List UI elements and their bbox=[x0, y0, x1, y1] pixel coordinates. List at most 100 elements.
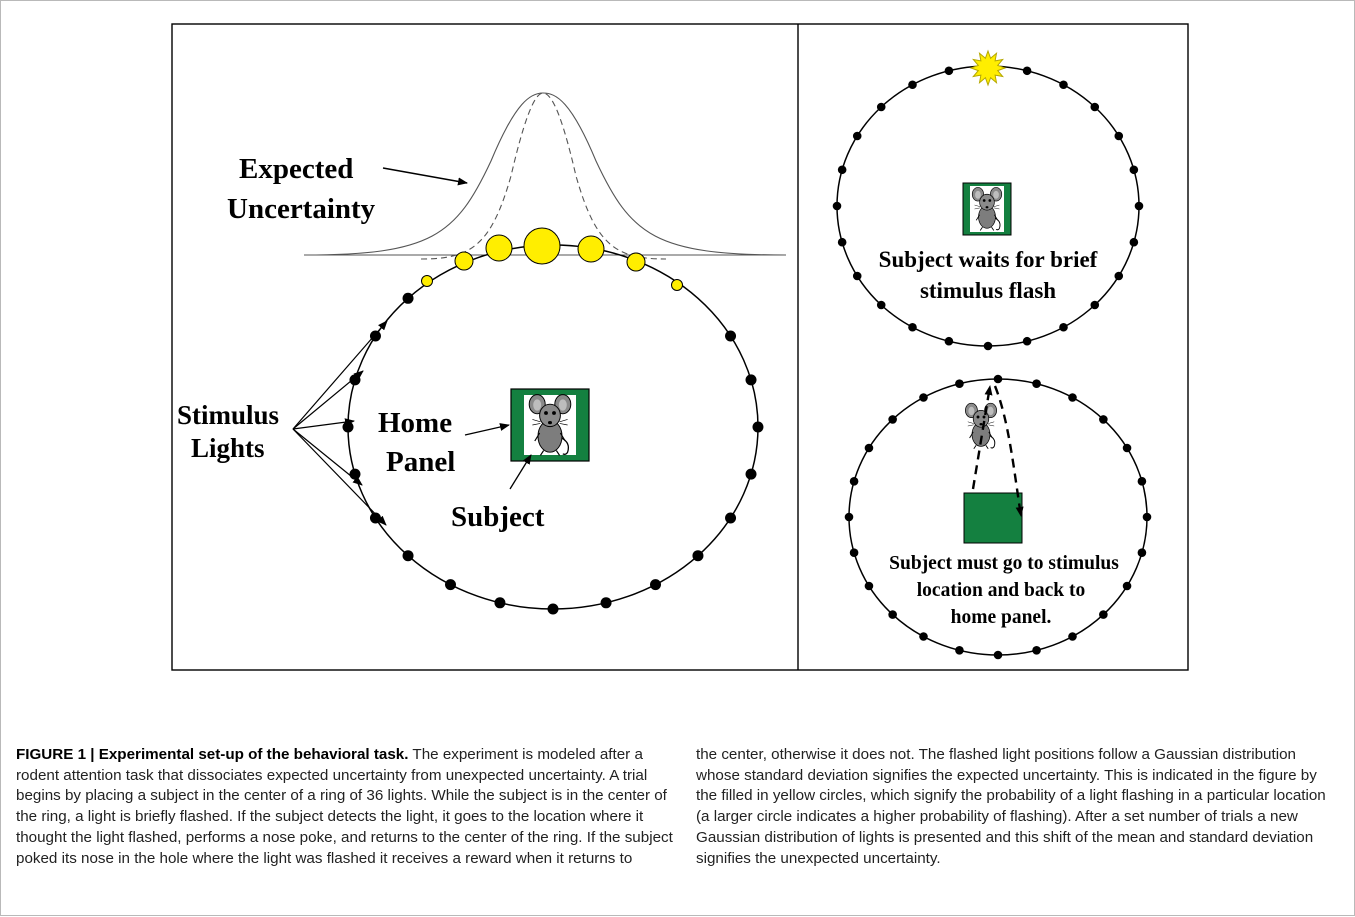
stimulus-light-dot bbox=[1129, 165, 1139, 175]
stimulus-light-dot bbox=[349, 374, 361, 386]
figure-border bbox=[171, 23, 1189, 671]
stimulus-light-dot bbox=[993, 650, 1003, 660]
stimulus-arrow bbox=[292, 428, 387, 526]
stimulus-light-dot bbox=[650, 579, 661, 591]
stimulus-light-dot bbox=[844, 512, 854, 522]
stimulus-arrow bbox=[292, 370, 364, 430]
stimulus-light-dot bbox=[955, 645, 964, 655]
stimulus-probability-circle bbox=[454, 251, 474, 271]
outbound-path-arrow bbox=[971, 385, 993, 490]
stimulus-light-dot bbox=[1059, 322, 1068, 332]
expected-uncertainty-curve bbox=[303, 92, 787, 256]
stimulus-light-dot bbox=[1137, 548, 1147, 558]
stimulus-light-dot bbox=[1122, 581, 1132, 591]
stimulus-light-dot bbox=[369, 330, 381, 342]
stimulus-probability-circle bbox=[523, 227, 561, 265]
stimulus-arrow bbox=[292, 320, 388, 430]
stimulus-light-dot bbox=[1099, 610, 1108, 619]
top-right-panel: Subject waits for brief stimulus flash bbox=[832, 49, 1144, 351]
left-panel: Expected Uncertainty Stimulus Lights Hom… bbox=[177, 92, 787, 615]
stimulus-probability-circle bbox=[671, 279, 683, 291]
home-panel-arrow bbox=[464, 423, 510, 436]
stimulus-light-dot bbox=[1090, 300, 1100, 310]
stimulus-light-dot bbox=[1090, 102, 1100, 112]
caption-left-text: The experiment is modeled after a rodent… bbox=[16, 746, 673, 867]
stimulus-light-dot bbox=[692, 550, 704, 562]
subject-label: Subject bbox=[451, 501, 545, 533]
narrow-distribution-curve bbox=[420, 92, 667, 260]
stimulus-light-dot bbox=[1068, 393, 1077, 402]
bottom-right-panel: Subject must go to stimulus location and… bbox=[844, 374, 1152, 660]
stimulus-light-dots bbox=[832, 66, 1144, 351]
stimulus-light-dot bbox=[1099, 415, 1108, 424]
stimulus-light-dot bbox=[944, 336, 954, 346]
expected-uncertainty-arrow bbox=[382, 167, 468, 186]
stimulus-probability-circle bbox=[626, 252, 646, 272]
stimulus-light-dot bbox=[1059, 80, 1068, 90]
stimulus-light-dot bbox=[752, 421, 764, 433]
tr-caption-line1: Subject waits for brief bbox=[879, 247, 1098, 272]
stimulus-light-dot bbox=[494, 597, 506, 609]
stimulus-light-dot bbox=[1122, 443, 1132, 453]
stimulus-light-dot bbox=[349, 468, 361, 480]
stimulus-light-dot bbox=[852, 131, 862, 141]
return-path-arrow bbox=[993, 385, 1024, 517]
stimulus-light-dot bbox=[888, 415, 897, 424]
home-panel bbox=[962, 182, 1012, 236]
stimulus-light-dot bbox=[745, 468, 757, 480]
stimulus-light-dot bbox=[919, 393, 928, 402]
stimulus-lights-label-line1: Stimulus bbox=[177, 400, 279, 430]
stimulus-light-dot bbox=[745, 374, 757, 386]
tr-caption-line2: stimulus flash bbox=[920, 278, 1056, 303]
stimulus-light-dot bbox=[888, 610, 897, 619]
expected-label-line2: Uncertainty bbox=[227, 193, 376, 225]
stimulus-light-dot bbox=[852, 271, 862, 281]
stimulus-light-dot bbox=[1022, 336, 1032, 346]
br-caption-line3: home panel. bbox=[951, 607, 1052, 628]
stimulus-probability-circle bbox=[577, 235, 605, 263]
br-caption-line1: Subject must go to stimulus bbox=[889, 553, 1119, 574]
stimulus-light-dot bbox=[600, 597, 612, 609]
stimulus-light-dot bbox=[547, 603, 559, 615]
stimulus-light-dot bbox=[837, 237, 847, 247]
stimulus-light-dot bbox=[876, 300, 886, 310]
figure-label: FIGURE 1 | Experimental set-up of the be… bbox=[16, 746, 409, 763]
stimulus-probability-circle bbox=[421, 275, 433, 287]
stimulus-light-dot bbox=[1068, 632, 1077, 641]
stimulus-light-dot bbox=[832, 201, 842, 211]
stimulus-light-dot bbox=[402, 550, 414, 562]
stimulus-light-dots bbox=[844, 374, 1152, 660]
stimulus-light-dot bbox=[955, 379, 964, 389]
stimulus-light-dot bbox=[1134, 201, 1144, 211]
stimulus-light-dot bbox=[1022, 66, 1032, 76]
stimulus-light-dot bbox=[342, 421, 354, 433]
expected-label-line1: Expected bbox=[239, 153, 353, 185]
stimulus-light-dot bbox=[864, 581, 874, 591]
home-panel bbox=[963, 492, 1023, 544]
stimulus-light-dot bbox=[1142, 512, 1152, 522]
stimulus-light-dot bbox=[849, 548, 859, 558]
subject-arrow bbox=[509, 454, 532, 490]
stimulus-flash-icon bbox=[969, 49, 1007, 87]
stimulus-light-dot bbox=[849, 476, 859, 486]
stimulus-arrow bbox=[292, 418, 355, 430]
caption-left-column: FIGURE 1 | Experimental set-up of the be… bbox=[16, 745, 681, 869]
stimulus-light-dot bbox=[908, 322, 917, 332]
stimulus-light-dot bbox=[908, 80, 917, 90]
stimulus-light-dot bbox=[1137, 476, 1147, 486]
stimulus-light-dot bbox=[876, 102, 886, 112]
stimulus-probability-circle bbox=[485, 234, 513, 262]
stimulus-light-dot bbox=[837, 165, 847, 175]
stimulus-arrow bbox=[292, 428, 363, 486]
stimulus-lights-label-line2: Lights bbox=[191, 433, 265, 463]
stimulus-light-dot bbox=[402, 292, 414, 304]
stimulus-light-dot bbox=[864, 443, 874, 453]
stimulus-light-dot bbox=[1114, 131, 1124, 141]
stimulus-light-dot bbox=[1032, 379, 1041, 389]
stimulus-light-dot bbox=[919, 632, 928, 641]
home-panel bbox=[510, 388, 590, 462]
caption-right-text: the center, otherwise it does not. The f… bbox=[696, 746, 1326, 867]
home-panel-label-line2: Panel bbox=[386, 446, 455, 478]
